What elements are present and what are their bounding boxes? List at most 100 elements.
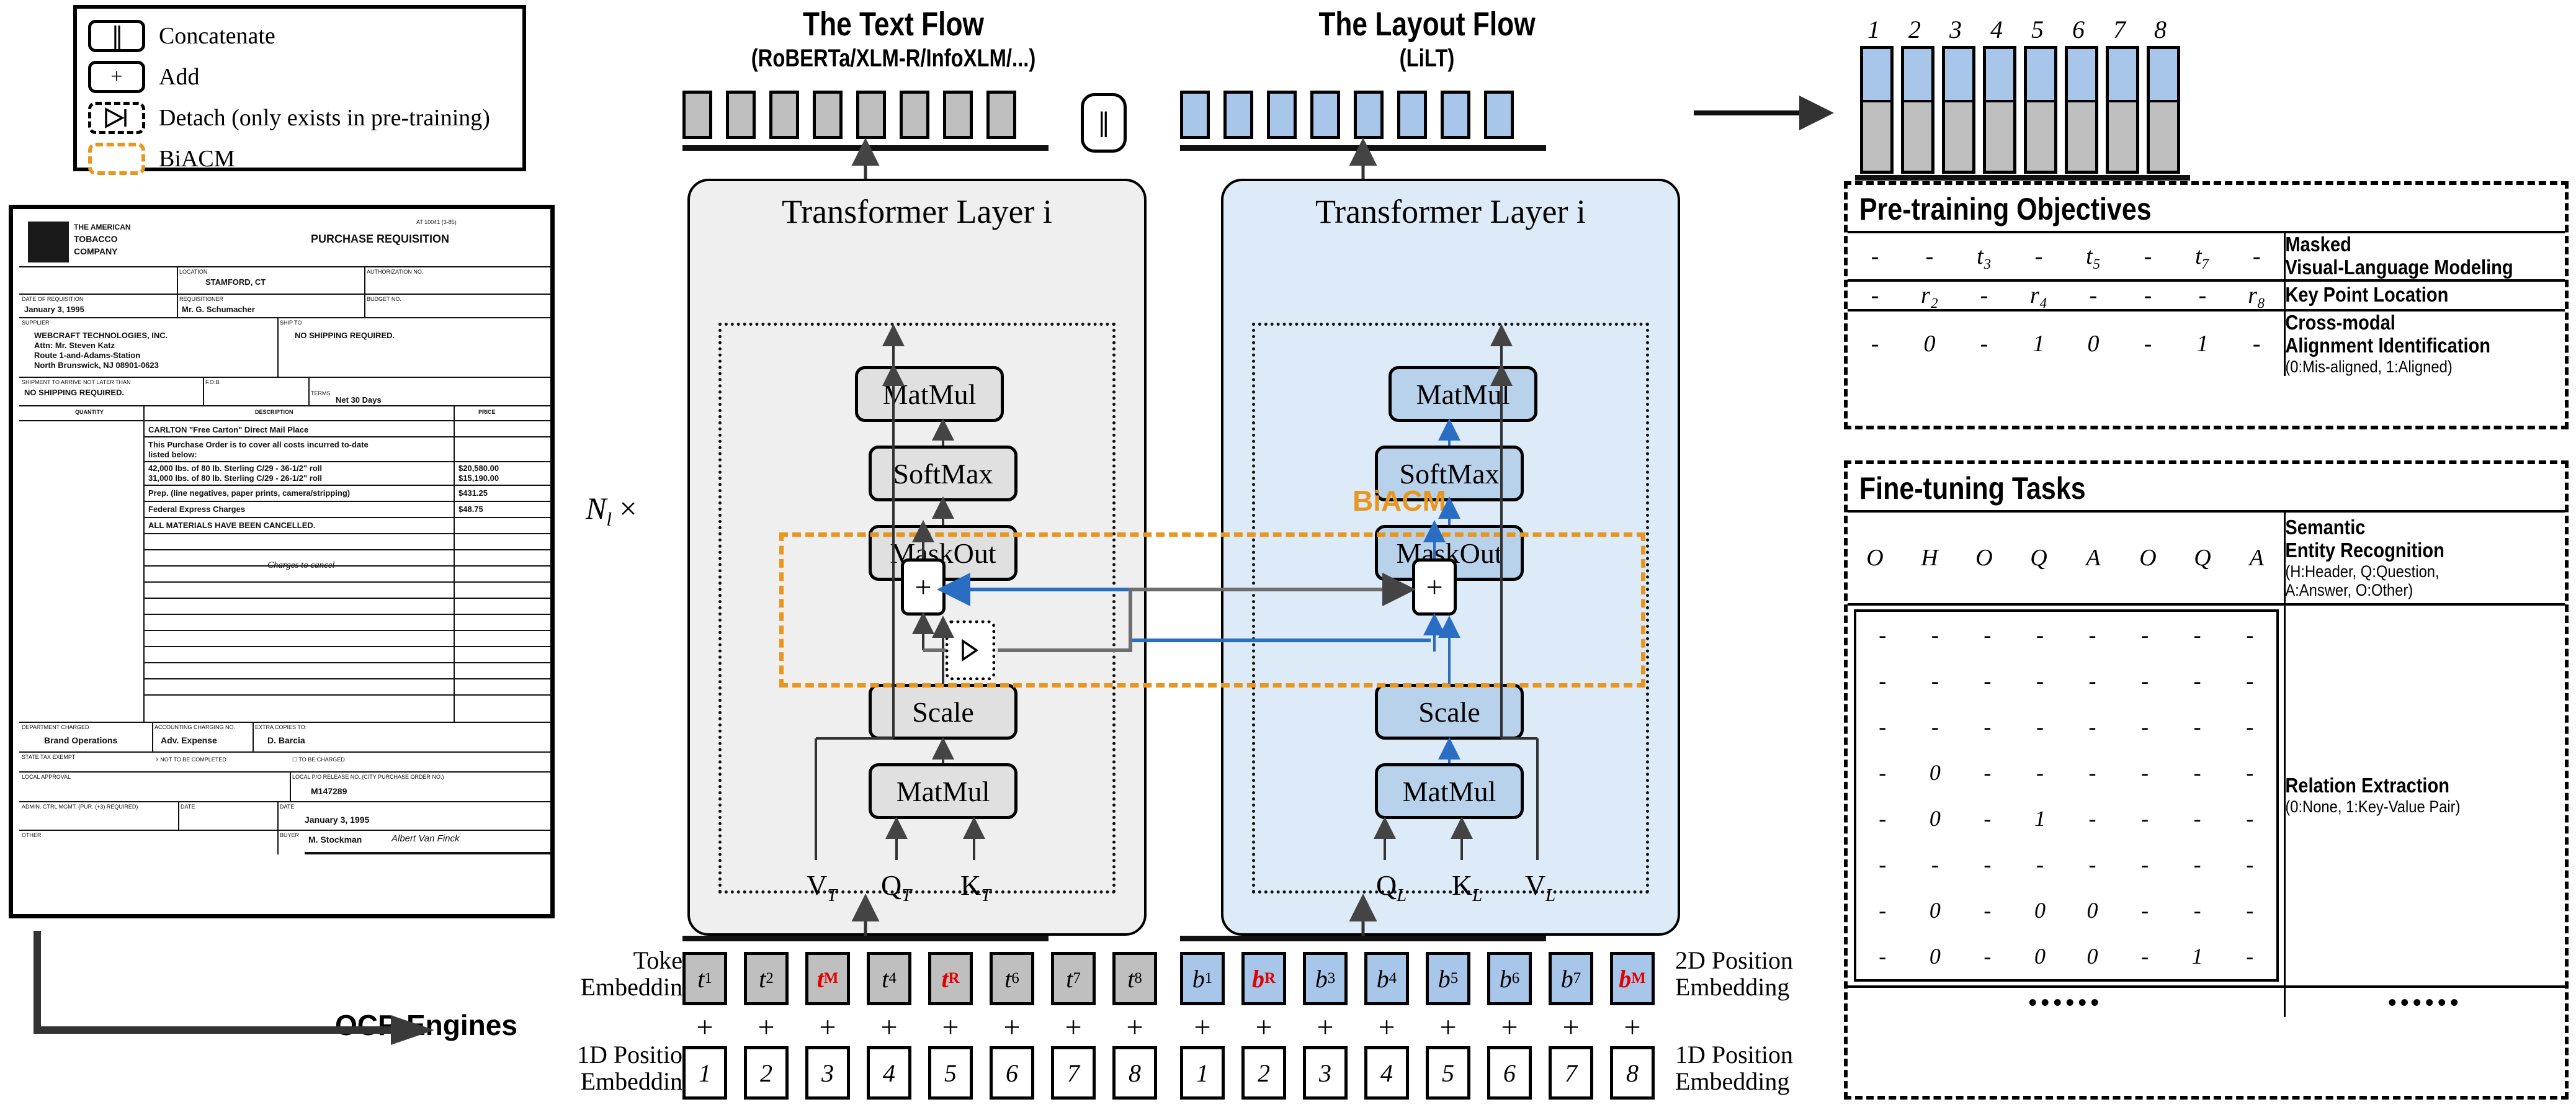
re-note: (0:None, 1:Key-Value Pair) [2285, 797, 2461, 817]
ser-label-cell: Q [2175, 510, 2230, 604]
output-token-cell [1441, 91, 1470, 139]
layout-add-node: + [1412, 558, 1457, 616]
layout-input-k: KL [1452, 869, 1483, 906]
layout-layer-title: Transformer Layer i [1223, 192, 1678, 231]
position-embedding-cell: 3 [805, 1046, 850, 1100]
position-embedding-cell: 6 [990, 1046, 1034, 1100]
output-bar-text-part [2027, 102, 2054, 171]
text-op-scale: Scale [869, 684, 1017, 740]
output-token-cell [1180, 91, 1210, 139]
add-icon: + [88, 61, 145, 93]
add-glyph: + [110, 65, 123, 88]
re-matrix-row: -------- [1856, 841, 2276, 887]
re-matrix-cell: - [2141, 760, 2149, 785]
re-task-name-line: Relation Extraction [2285, 774, 2449, 797]
re-matrix-cell: - [2246, 806, 2254, 831]
re-matrix-cell: - [1931, 622, 1939, 647]
ellipsis-right: •••••• [2283, 985, 2565, 1017]
objective-value-cell: - [1957, 308, 2011, 377]
add-sign: + [1255, 1011, 1272, 1044]
re-matrix-cell: - [2193, 898, 2201, 923]
position-embedding-cell: 3 [1303, 1046, 1348, 1100]
output-token-cell [1354, 91, 1384, 139]
objective-name-line: Alignment Identification [2285, 333, 2491, 357]
re-matrix-cell: - [2246, 760, 2254, 785]
objective-value-cell: - [2230, 308, 2284, 377]
re-matrix-cell: - [2246, 944, 2254, 969]
doc-org-line3: COMPANY [74, 246, 118, 256]
biacm-label: BiACM [1353, 485, 1446, 517]
ser-label-cell: O [1848, 510, 1902, 604]
re-matrix-cell: - [2193, 668, 2201, 693]
biacm-frame [779, 532, 1645, 688]
output-bar-number: 8 [2154, 16, 2167, 43]
concatenate-glyph: ∥ [111, 22, 123, 50]
repeat-times: × [619, 491, 637, 526]
re-matrix-row: -0-1---- [1856, 796, 2276, 841]
text-input-v: VT [807, 869, 838, 906]
re-matrix-cell: - [2246, 852, 2254, 877]
detach-icon [88, 102, 145, 134]
output-bar [2106, 46, 2139, 174]
objective-value-cell: - [1902, 231, 1957, 280]
objective-value-cell: - [2230, 231, 2284, 280]
pretraining-heading: Pre-training Objectives [1859, 192, 2152, 226]
doc-org-line1: THE AMERICAN [74, 223, 131, 231]
ocr-engines-label: OCR Engines [335, 1009, 517, 1041]
output-bar-number: 5 [2031, 16, 2044, 43]
layout-op-scale: Scale [1375, 684, 1524, 740]
re-matrix-cell: - [1879, 760, 1887, 785]
text-flow-title: The Text Flow [803, 6, 984, 43]
objective-value-cell: - [2066, 279, 2121, 310]
pos1d-embedding-label-right: 1D Position Embedding [1675, 1041, 1794, 1096]
output-bar-text-part [2150, 102, 2177, 171]
text-op-matmul-top: MatMul [855, 366, 1004, 422]
doc-location: STAMFORD, CT [205, 277, 266, 287]
detach-node [946, 621, 995, 680]
objective-value-cell: t₃ [1957, 231, 2011, 280]
re-matrix-cell: - [2036, 714, 2044, 739]
objective-note: (0:Mis-aligned, 1:Aligned) [2285, 357, 2453, 376]
re-matrix-cell: 0 [2034, 898, 2046, 923]
ser-task-name-line: Entity Recognition [2285, 538, 2444, 562]
finetuning-heading: Fine-tuning Tasks [1859, 471, 2086, 506]
biacm-icon [88, 143, 145, 175]
re-matrix-cell: 0 [2086, 898, 2098, 923]
output-bar-number: 7 [2113, 16, 2126, 43]
re-matrix-cell: - [2088, 668, 2096, 693]
re-matrix-cell: - [1931, 668, 1939, 693]
re-matrix-cell: - [2193, 806, 2201, 831]
position-embedding-cell: 1 [1180, 1046, 1225, 1100]
re-matrix-cell: 0 [2034, 944, 2046, 969]
objective-name-cell: Key Point Location [2283, 279, 2531, 310]
repeat-sub: l [606, 508, 612, 530]
re-matrix-cell: 1 [2034, 806, 2046, 831]
doc-requisitioner: Mr. G. Schumacher [182, 305, 255, 314]
output-token-cell [1267, 91, 1297, 139]
output-bar-number: 4 [1990, 16, 2003, 43]
output-bar-layout-part [1863, 49, 1890, 102]
add-sign: + [758, 1011, 775, 1044]
output-token-cell [986, 91, 1016, 139]
concatenate-node-glyph: ∥ [1097, 109, 1111, 138]
objective-name-line: Cross-modal [2285, 310, 2395, 334]
position-embedding-cell: 8 [1112, 1046, 1157, 1100]
layout-flow-bottom-bar [1180, 936, 1546, 941]
ser-label-cell: O [2121, 510, 2175, 604]
objective-name-line: Masked [2285, 233, 2351, 256]
text-add-glyph: + [915, 570, 932, 604]
output-bar-text-part [1904, 102, 1931, 171]
re-matrix-cell: - [1983, 668, 1992, 693]
re-matrix-cell: - [2141, 622, 2149, 647]
table-row: -------------------------0-------0-1----… [1848, 603, 2565, 987]
add-sign: + [880, 1011, 898, 1044]
detach-glyph [105, 107, 127, 128]
